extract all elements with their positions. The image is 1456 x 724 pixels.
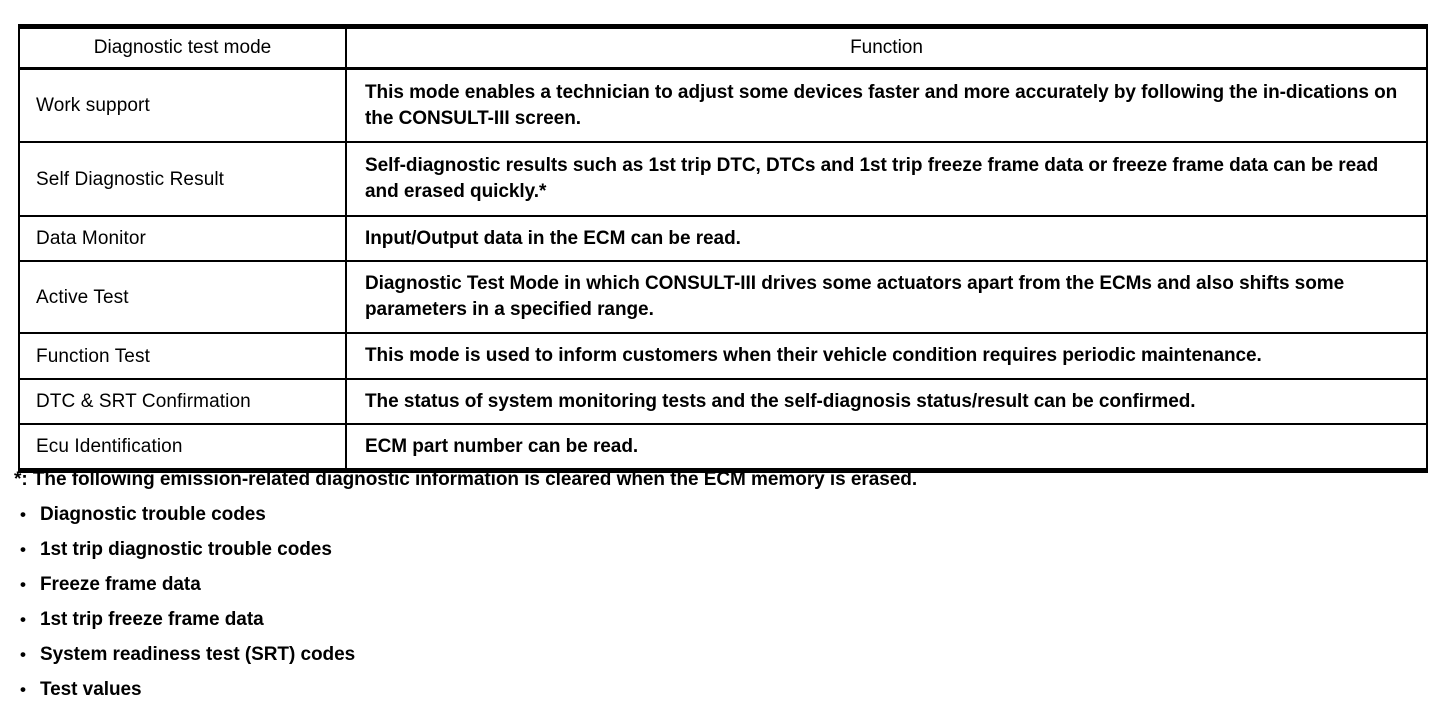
- table-row: Active Test Diagnostic Test Mode in whic…: [18, 260, 1428, 334]
- function-text: The status of system monitoring tests an…: [365, 390, 1196, 412]
- footnote-section: *: The following emission-related diagno…: [14, 468, 1434, 714]
- cell-function: Input/Output data in the ECM can be read…: [345, 215, 1428, 262]
- table-body: Work support This mode enables a technic…: [18, 67, 1428, 471]
- footnote-list: • Diagnostic trouble codes • 1st trip di…: [14, 504, 1434, 701]
- cell-function: ECM part number can be read.: [345, 423, 1428, 471]
- cell-function: The status of system monitoring tests an…: [345, 378, 1428, 425]
- list-item: • Diagnostic trouble codes: [14, 504, 1434, 526]
- bullet-icon: •: [20, 505, 26, 524]
- table-row: Ecu Identification ECM part number can b…: [18, 423, 1428, 471]
- table-row: DTC & SRT Confirmation The status of sys…: [18, 378, 1428, 425]
- list-item-label: 1st trip diagnostic trouble codes: [40, 539, 332, 560]
- cell-function: Self-diagnostic results such as 1st trip…: [345, 141, 1428, 217]
- bullet-icon: •: [20, 645, 26, 664]
- cell-mode: Ecu Identification: [18, 423, 347, 471]
- list-item: • 1st trip freeze frame data: [14, 609, 1434, 631]
- table-row: Function Test This mode is used to infor…: [18, 332, 1428, 380]
- cell-mode: Work support: [18, 67, 347, 143]
- cell-mode: Data Monitor: [18, 215, 347, 262]
- list-item-label: Freeze frame data: [40, 574, 201, 595]
- column-header-diagnostic-test-mode-label: Diagnostic test mode: [93, 37, 272, 58]
- cell-function: This mode is used to inform customers wh…: [345, 332, 1428, 380]
- table-row: Data Monitor Input/Output data in the EC…: [18, 215, 1428, 262]
- table-header-row: Diagnostic test mode Function: [18, 26, 1428, 70]
- cell-mode: Self Diagnostic Result: [18, 141, 347, 217]
- cell-function: This mode enables a technician to adjust…: [345, 67, 1428, 143]
- bullet-icon: •: [20, 575, 26, 594]
- mode-label: Ecu Identification: [36, 436, 183, 457]
- mode-label: Function Test: [36, 345, 150, 367]
- table-row: Self Diagnostic Result Self-diagnostic r…: [18, 141, 1428, 217]
- function-text: Diagnostic Test Mode in which CONSULT-II…: [365, 273, 1345, 320]
- list-item: • Test values: [14, 679, 1434, 701]
- mode-label: Work support: [36, 95, 150, 116]
- function-text: Self-diagnostic results such as 1st trip…: [365, 155, 1379, 202]
- footnote-intro: *: The following emission-related diagno…: [14, 469, 918, 490]
- column-header-function: Function: [345, 26, 1428, 70]
- bullet-icon: •: [20, 540, 26, 559]
- mode-label: Self Diagnostic Result: [36, 168, 225, 190]
- column-header-diagnostic-test-mode: Diagnostic test mode: [18, 26, 347, 70]
- column-header-function-label: Function: [850, 37, 923, 58]
- cell-mode: Active Test: [18, 260, 347, 334]
- mode-label: Data Monitor: [36, 228, 146, 249]
- function-text: This mode enables a technician to adjust…: [365, 81, 1398, 129]
- function-text: ECM part number can be read.: [365, 435, 639, 457]
- list-item: • System readiness test (SRT) codes: [14, 644, 1434, 666]
- list-item: • Freeze frame data: [14, 574, 1434, 596]
- function-text: This mode is used to inform customers wh…: [365, 345, 1262, 366]
- table-row: Work support This mode enables a technic…: [18, 67, 1428, 143]
- function-text: Input/Output data in the ECM can be read…: [365, 227, 741, 249]
- list-item-label: Diagnostic trouble codes: [40, 504, 266, 525]
- list-item-label: System readiness test (SRT) codes: [40, 644, 356, 665]
- diagnostic-test-mode-table-container: Diagnostic test mode Function Work suppo…: [18, 24, 1428, 473]
- cell-mode: Function Test: [18, 332, 347, 380]
- bullet-icon: •: [20, 680, 26, 699]
- bullet-icon: •: [20, 610, 26, 629]
- list-item-label: Test values: [40, 679, 142, 700]
- table-header: Diagnostic test mode Function: [18, 26, 1428, 70]
- list-item-label: 1st trip freeze frame data: [40, 609, 264, 630]
- diagnostic-test-mode-table: Diagnostic test mode Function Work suppo…: [18, 24, 1428, 473]
- list-item: • 1st trip diagnostic trouble codes: [14, 539, 1434, 561]
- cell-function: Diagnostic Test Mode in which CONSULT-II…: [345, 260, 1428, 334]
- cell-mode: DTC & SRT Confirmation: [18, 378, 347, 425]
- mode-label: DTC & SRT Confirmation: [36, 391, 251, 412]
- mode-label: Active Test: [36, 286, 129, 308]
